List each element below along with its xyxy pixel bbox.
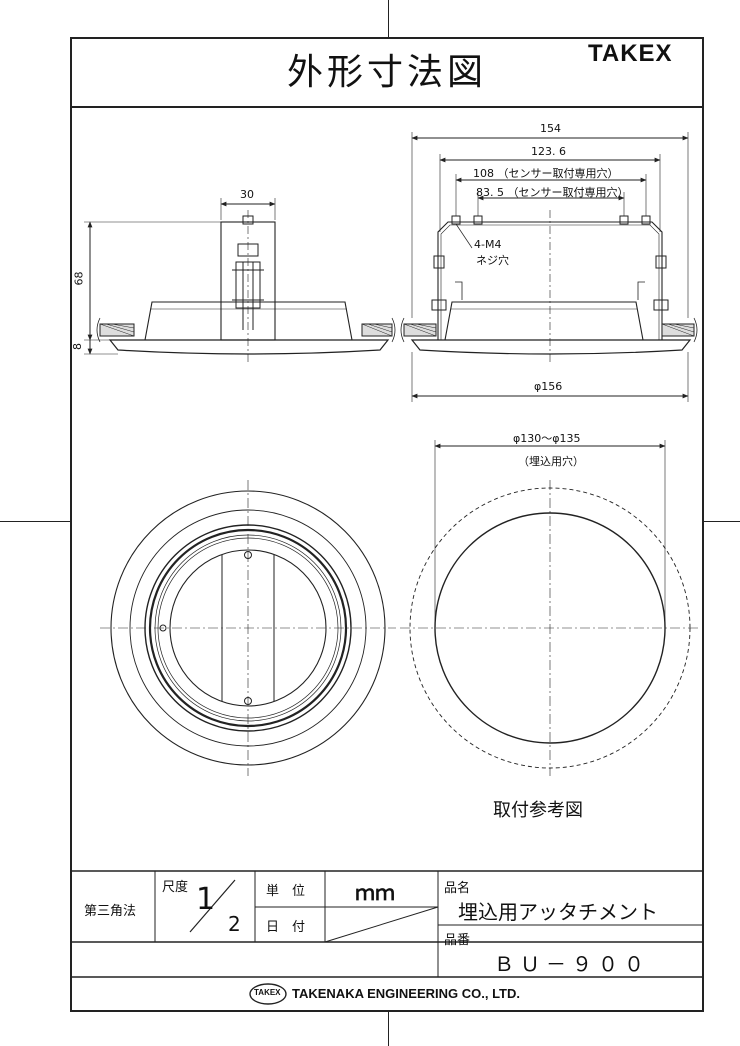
top-center-mark xyxy=(388,0,389,37)
mounting-reference-view xyxy=(400,440,700,776)
company-logo-oval xyxy=(249,983,287,1005)
product-name: 埋込用アッタチメント xyxy=(458,900,658,924)
scale-numerator: 1 xyxy=(196,882,216,917)
dim-83-5: 83. 5 （センサー取付専用穴） xyxy=(476,186,629,199)
drawing-frame xyxy=(70,37,704,1012)
cutout-diameter: φ130～φ135 xyxy=(513,432,581,445)
scale-denominator: 2 xyxy=(228,912,241,936)
company-name: TAKENAKA ENGINEERING CO., LTD. xyxy=(292,986,520,1001)
dim-156: φ156 xyxy=(534,380,563,393)
header-divider xyxy=(70,106,704,108)
dim-108: 108 （センサー取付専用穴） xyxy=(473,167,619,180)
title-block-lines xyxy=(70,870,704,978)
dim-8: 8 xyxy=(71,343,84,350)
screw-spec: 4-M4 xyxy=(474,238,502,251)
screw-hole-label: ネジ穴 xyxy=(476,254,509,267)
product-no: ＢＵ－９００ xyxy=(494,952,650,976)
date-label: 日 付 xyxy=(266,920,306,935)
side-view-left xyxy=(84,198,396,362)
bottom-view xyxy=(100,480,396,776)
product-name-label: 品名 xyxy=(444,881,471,896)
page-title: 外形寸法図 xyxy=(286,52,487,93)
side-view-right xyxy=(400,132,698,402)
unit-value: ｍｍ xyxy=(355,881,395,905)
dim-123-6: 123. 6 xyxy=(531,145,566,158)
brand-logo: TAKEX xyxy=(588,40,673,67)
dim-30: 30 xyxy=(240,188,254,201)
bottom-center-mark xyxy=(388,1012,389,1046)
right-center-mark xyxy=(704,521,740,522)
dim-154: 154 xyxy=(540,122,561,135)
company-logo-text: TAKEX xyxy=(254,988,281,997)
mounting-reference-label: 取付参考図 xyxy=(493,800,583,821)
left-center-mark xyxy=(0,521,70,522)
unit-label: 単 位 xyxy=(266,884,306,899)
product-no-label: 品番 xyxy=(444,933,471,948)
scale-label: 尺度 xyxy=(162,880,189,895)
projection-method: 第三角法 xyxy=(84,904,137,919)
cutout-note: （埋込用穴） xyxy=(518,455,584,468)
dim-68: 68 xyxy=(72,271,86,286)
